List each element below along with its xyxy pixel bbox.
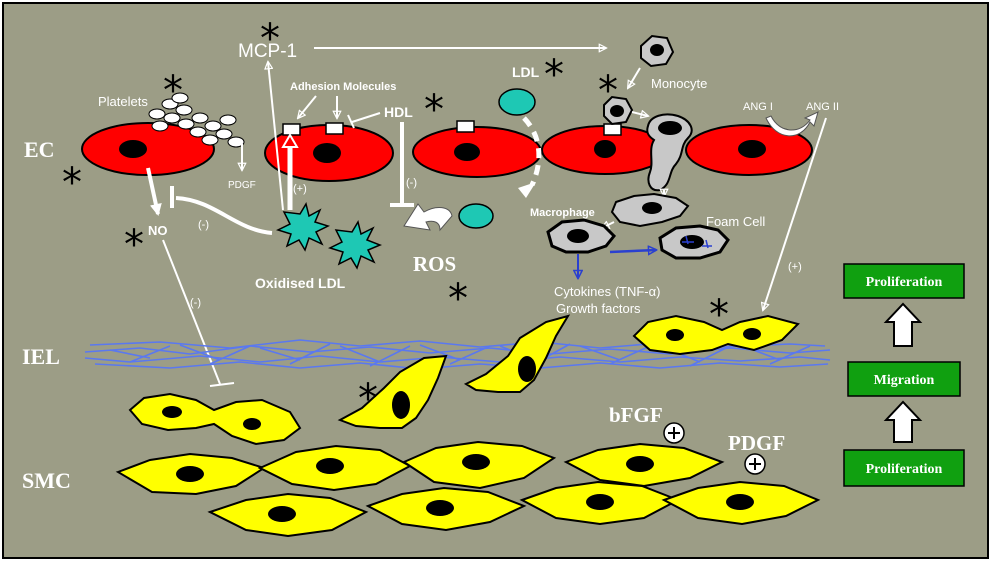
asterisk-mark: * <box>124 222 144 268</box>
smooth-muscle-cell <box>128 392 302 446</box>
asterisk-mark: * <box>358 376 378 422</box>
oxldl-to-adhesion-arrowhead <box>281 133 299 148</box>
platelets-label: Platelets <box>98 94 148 109</box>
monocyte-label: Monocyte <box>651 76 707 91</box>
smooth-muscle-cell <box>661 480 821 526</box>
endothelial-cell <box>412 126 542 178</box>
plus-label-ang2: (+) <box>788 261 802 273</box>
endothelial-cell <box>685 124 813 176</box>
transmigrating-monocyte <box>646 113 693 192</box>
minus-label-hdl: (-) <box>406 177 417 189</box>
ang1-label: ANG I <box>743 101 773 113</box>
migration-box <box>847 361 961 397</box>
platelets-cluster <box>148 92 245 148</box>
adhesion-molecule <box>603 123 622 136</box>
hdl-label: HDL <box>384 104 413 120</box>
ros-curved-arrow <box>403 203 453 232</box>
layer-label-iel: IEL <box>22 344 60 369</box>
ldl-particle <box>498 88 536 116</box>
asterisk-mark: * <box>260 16 280 62</box>
smooth-muscle-cell <box>463 314 571 393</box>
smooth-muscle-cell <box>337 354 448 429</box>
layer-label-smc: SMC <box>22 468 71 493</box>
up-arrow-icon <box>883 400 923 443</box>
macrophage-cell <box>610 192 690 228</box>
macrophage-to-foam-arrow <box>609 250 656 252</box>
hdl-inhibits-adhesion-bar <box>347 114 355 129</box>
asterisk-mark: * <box>424 87 444 133</box>
smooth-muscle-cell <box>257 444 413 492</box>
bfgf-label: bFGF <box>609 403 663 427</box>
minus-label-smc: (-) <box>190 297 201 309</box>
asterisk-mark: * <box>598 68 618 114</box>
adhesion-molecule <box>325 122 344 135</box>
no-label: NO <box>148 223 168 238</box>
smooth-muscle-cell <box>563 442 725 488</box>
smooth-muscle-cell <box>401 440 557 490</box>
cytokines-label: Cytokines (TNF-α) <box>554 284 660 299</box>
plus-circle-icon <box>744 453 766 475</box>
no-inhibits-smc-bar <box>209 382 235 387</box>
no-inhibits-smc-line <box>162 239 221 385</box>
pdgf-big-label: PDGF <box>728 431 785 455</box>
asterisk-mark: * <box>448 276 468 322</box>
adhesion-molecules-label: Adhesion Molecules <box>290 81 396 93</box>
ldl-label: LDL <box>512 64 540 80</box>
foam-cell-label: Foam Cell <box>706 214 765 229</box>
migration-box-label: Migration <box>874 373 935 388</box>
ldl-transport-path <box>522 116 542 187</box>
endothelial-layer <box>81 122 813 182</box>
layer-label-ec: EC <box>24 137 55 162</box>
proliferation-box-bottom-label: Proliferation <box>866 462 943 477</box>
up-arrow-icon <box>883 302 923 347</box>
minus-label-no: (-) <box>198 219 209 231</box>
adhesion-molecule <box>456 120 475 133</box>
oxidised-ldl-label: Oxidised LDL <box>255 275 346 291</box>
plus-circle-icon <box>663 422 685 444</box>
ec-to-no-arrow <box>146 167 162 216</box>
macrophage-label: Macrophage <box>530 207 595 219</box>
oxidised-ldl-particle <box>327 220 383 270</box>
hdl-inhibits-adhesion <box>351 112 381 123</box>
smooth-muscle-cell <box>365 486 527 532</box>
asterisk-mark: * <box>62 160 82 206</box>
endothelial-cell <box>264 124 394 182</box>
growth-factors-label: Growth factors <box>556 301 641 316</box>
proliferation-box-top-label: Proliferation <box>866 275 943 290</box>
smooth-muscle-cell <box>632 314 800 356</box>
plus-label-oxldl: (+) <box>293 183 307 195</box>
adhesion-arrow <box>298 95 317 118</box>
monocyte-cell <box>603 95 634 126</box>
ang2-to-smc-arrow <box>763 117 827 310</box>
proliferation-box-bottom <box>843 449 965 487</box>
oxidised-ldl-particle <box>275 202 331 252</box>
macrophage-cell <box>546 218 617 254</box>
monocyte-attach-arrow <box>628 67 641 88</box>
endothelial-cell <box>541 125 669 175</box>
foam-cell <box>658 224 730 260</box>
oxldl-inhibits-no <box>175 196 273 235</box>
ros-label: ROS <box>413 252 456 276</box>
smooth-muscle-cell <box>115 452 267 496</box>
pdgf-small-label: PDGF <box>228 180 256 191</box>
proliferation-box-top <box>843 263 965 299</box>
ang2-label: ANG II <box>806 101 839 113</box>
ldl-transport-arrowhead <box>518 182 536 198</box>
ldl-particle <box>458 203 494 229</box>
adhesion-molecule <box>282 123 301 136</box>
asterisk-mark: * <box>709 292 729 338</box>
asterisk-mark: * <box>163 68 183 114</box>
monocyte-cell <box>640 34 675 68</box>
asterisk-mark: * <box>544 52 564 98</box>
oxldl-to-mcp1-arrow <box>268 62 284 211</box>
smooth-muscle-cell <box>207 492 369 538</box>
ang-conversion-arrow <box>765 111 819 137</box>
monocyte-transmigration-arrow <box>631 112 648 116</box>
mcp1-label: MCP-1 <box>238 41 297 62</box>
endothelial-cell <box>81 122 215 176</box>
